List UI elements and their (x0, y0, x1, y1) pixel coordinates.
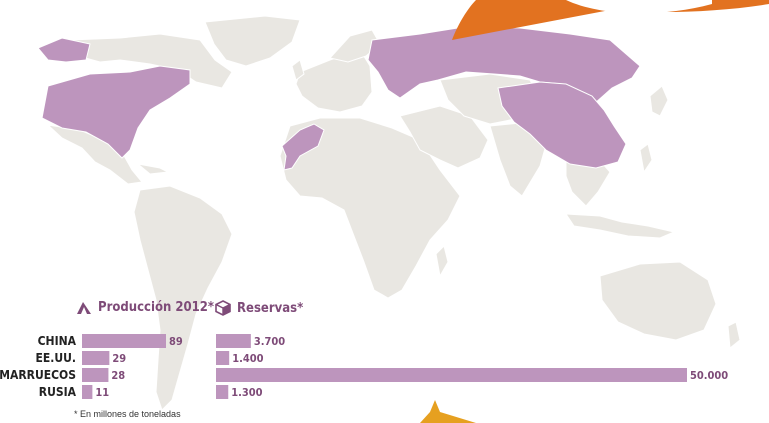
production-value-label: 28 (111, 369, 125, 382)
morocco-highlight (281, 123, 325, 171)
alaska-highlight (37, 37, 91, 63)
usa-highlight (41, 65, 191, 159)
callout-top-accent (566, 0, 712, 14)
category-label: CHINA (38, 334, 77, 348)
cube-icon (215, 300, 231, 316)
category-label: RUSIA (39, 385, 77, 399)
production-bar (82, 351, 110, 365)
production-value-label: 29 (112, 352, 126, 365)
reserves-bar (216, 385, 229, 399)
legend-reserves: Reservas* (215, 300, 303, 316)
canada (69, 33, 233, 89)
production-value-label: 11 (95, 386, 109, 399)
production-bar (82, 334, 166, 348)
reserves-value-label: 1.400 (232, 352, 263, 365)
reserves-bar (216, 368, 687, 382)
reserves-bar (216, 334, 251, 348)
triangle-frame-icon (77, 301, 91, 314)
reserves-value-label: 1.300 (231, 386, 262, 399)
legend-production: Producción 2012* (76, 300, 214, 315)
category-label: MARRUECOS (0, 368, 76, 382)
footnote: * En millones de toneladas (74, 409, 181, 419)
greenland (204, 15, 301, 67)
middle-east (399, 105, 489, 169)
australia (599, 261, 717, 341)
callout-bottom (420, 400, 476, 423)
legend-production-label: Producción 2012* (98, 300, 215, 315)
africa (279, 117, 461, 299)
callout-top (452, 0, 769, 40)
reserves-value-label: 3.700 (254, 335, 285, 348)
production-value-label: 89 (169, 335, 183, 348)
legend-reserves-label: Reservas* (237, 300, 304, 316)
reserves-bar (216, 351, 230, 365)
production-bar (82, 368, 109, 382)
reserves-value-label: 50.000 (690, 369, 728, 382)
china-highlight (497, 81, 627, 169)
category-label: EE.UU. (36, 351, 77, 365)
production-bar (82, 385, 93, 399)
south-america (133, 185, 233, 411)
